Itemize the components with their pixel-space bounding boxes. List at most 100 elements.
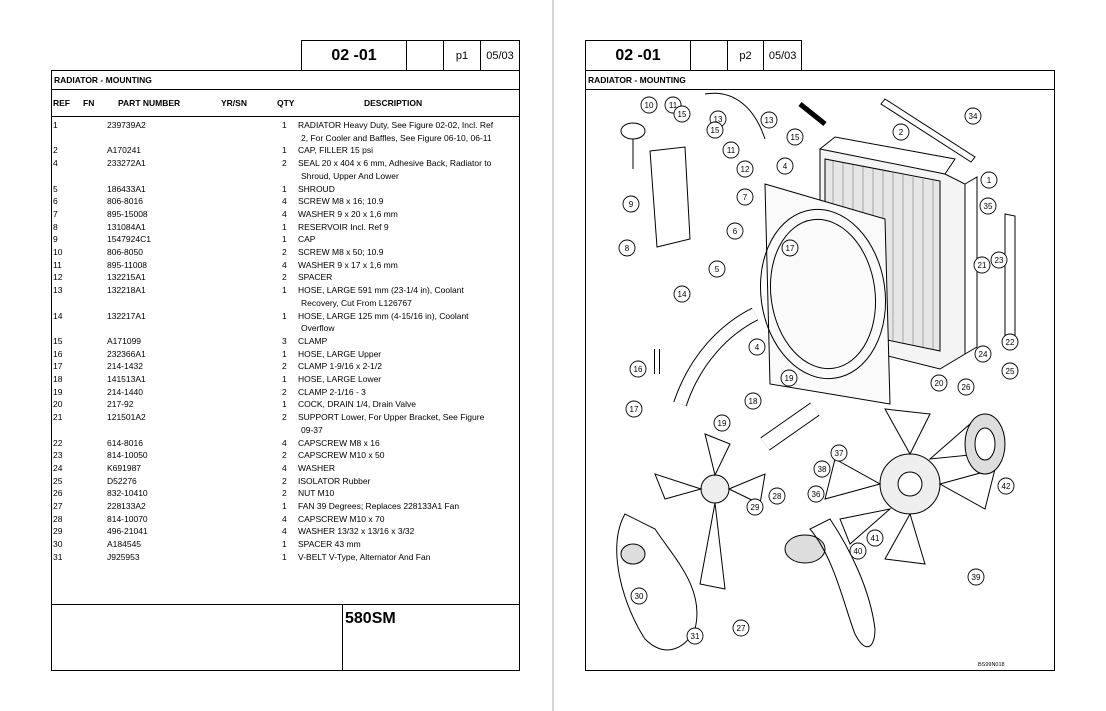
quantity: 1 <box>282 234 287 245</box>
part-number: J925953 <box>107 551 140 562</box>
svg-text:15: 15 <box>678 110 687 119</box>
callout-2: 2 <box>892 123 910 141</box>
part-number: 217-92 <box>107 399 134 410</box>
quantity: 1 <box>282 539 287 550</box>
part-number: 214-1432 <box>107 361 143 372</box>
ref-number: 27 <box>53 501 63 511</box>
description: HOSE, LARGE 591 mm (23-1/4 in), Coolant <box>298 285 464 296</box>
part-number: 131084A1 <box>107 221 146 232</box>
description: SPACER 43 mm <box>298 539 361 550</box>
quantity: 2 <box>282 386 287 397</box>
callout-19: 19 <box>780 369 798 387</box>
callout-37: 37 <box>830 444 848 462</box>
description: WASHER 9 x 20 x 1,6 mm <box>298 208 398 219</box>
illustration-id: BS99N018 <box>978 662 1005 668</box>
col-ref: REF <box>53 98 70 108</box>
callout-26: 26 <box>957 378 975 396</box>
part-number: A184545 <box>107 539 142 550</box>
quantity: 2 <box>282 158 287 169</box>
part-number: K691987 <box>107 462 142 473</box>
svg-text:37: 37 <box>835 449 844 458</box>
svg-text:15: 15 <box>711 126 720 135</box>
svg-text:22: 22 <box>1006 338 1015 347</box>
svg-text:18: 18 <box>749 397 758 406</box>
ref-number: 23 <box>53 450 63 461</box>
part-number: 132217A1 <box>107 310 146 321</box>
part-number: 132215A1 <box>107 272 146 283</box>
quantity: 4 <box>282 462 287 473</box>
page1-figure-code: 02 -01 <box>302 41 407 70</box>
svg-text:41: 41 <box>871 534 880 543</box>
callout-23: 23 <box>990 251 1008 269</box>
svg-text:30: 30 <box>635 592 644 601</box>
part-number: 895-11008 <box>107 259 148 270</box>
svg-text:19: 19 <box>785 374 794 383</box>
callout-13: 13 <box>760 111 778 129</box>
callout-10: 10 <box>640 96 658 114</box>
description: NUT M10 <box>298 488 335 499</box>
quantity: 1 <box>282 120 287 130</box>
description: SCREW M8 x 50; 10.9 <box>298 247 384 257</box>
part-number: 614-8016 <box>107 437 143 448</box>
part-number: 233272A1 <box>107 158 146 169</box>
description: 2, For Cooler and Baffles, See Figure 06… <box>301 132 492 143</box>
callout-27: 27 <box>732 619 750 637</box>
quantity: 4 <box>282 437 287 448</box>
quantity: 1 <box>282 348 287 359</box>
v-belt <box>616 513 698 651</box>
col-qty: QTY <box>277 98 295 108</box>
quantity: 1 <box>282 285 287 296</box>
description: WASHER <box>298 462 335 473</box>
part-number: 806-8016 <box>107 196 143 207</box>
col-yr-sn: YR/SN <box>221 98 247 108</box>
quantity: 2 <box>282 412 287 423</box>
svg-text:11: 11 <box>727 146 736 155</box>
quantity: 2 <box>282 488 287 499</box>
ref-number: 5 <box>53 183 58 194</box>
callout-36: 36 <box>807 485 825 503</box>
page2-title: RADIATOR - MOUNTING <box>588 75 686 85</box>
svg-text:24: 24 <box>979 350 988 359</box>
svg-text:31: 31 <box>691 632 700 641</box>
svg-text:29: 29 <box>751 503 760 512</box>
page2-figure-code: 02 -01 <box>586 41 692 70</box>
page2-header: 02 -01 p2 05/03 <box>585 40 802 70</box>
callout-42: 42 <box>997 477 1015 495</box>
svg-text:10: 10 <box>645 101 654 110</box>
quantity: 4 <box>282 526 287 537</box>
description: CAPSCREW M10 x 70 <box>298 513 385 524</box>
quantity: 2 <box>282 272 287 283</box>
callout-38: 38 <box>813 460 831 478</box>
svg-text:35: 35 <box>984 202 993 211</box>
part-number: 232366A1 <box>107 348 146 359</box>
quantity: 2 <box>282 475 287 486</box>
description: CAPSCREW M8 x 16 <box>298 437 380 448</box>
svg-text:38: 38 <box>818 465 827 474</box>
description: HOSE, LARGE 125 mm (4-15/16 in), Coolant <box>298 310 469 321</box>
part-number: 1547924C1 <box>107 234 151 245</box>
part-number: 239739A2 <box>107 120 146 130</box>
callout-24: 24 <box>974 345 992 363</box>
svg-text:11: 11 <box>669 101 678 110</box>
page1-page-number: p1 <box>444 41 481 70</box>
quantity: 4 <box>282 513 287 524</box>
description: SEAL 20 x 404 x 6 mm, Adhesive Back, Rad… <box>298 158 492 169</box>
reservoir <box>620 122 691 248</box>
ref-number: 30 <box>53 539 63 550</box>
page2-blank-cell <box>691 41 728 70</box>
callout-5: 5 <box>708 260 726 278</box>
